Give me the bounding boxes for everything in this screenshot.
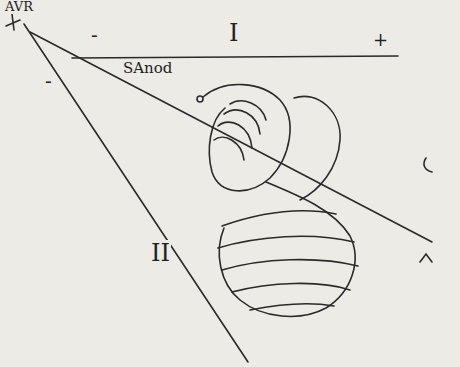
shell-drawing <box>197 85 358 317</box>
boundary-line <box>72 56 398 58</box>
sketch-mark <box>420 254 432 262</box>
boundary-line <box>30 32 432 242</box>
sign-mark: + <box>372 30 389 50</box>
sketch-mark <box>424 158 432 172</box>
region-label: II <box>150 240 171 266</box>
part-label: SAnod <box>122 60 173 77</box>
region-label: I <box>228 20 239 46</box>
axis-label: AVR <box>4 0 34 14</box>
sign-mark: - <box>90 24 99 46</box>
sign-mark: - <box>44 70 53 92</box>
boundary-line <box>24 24 248 362</box>
cross-mark <box>6 14 20 30</box>
